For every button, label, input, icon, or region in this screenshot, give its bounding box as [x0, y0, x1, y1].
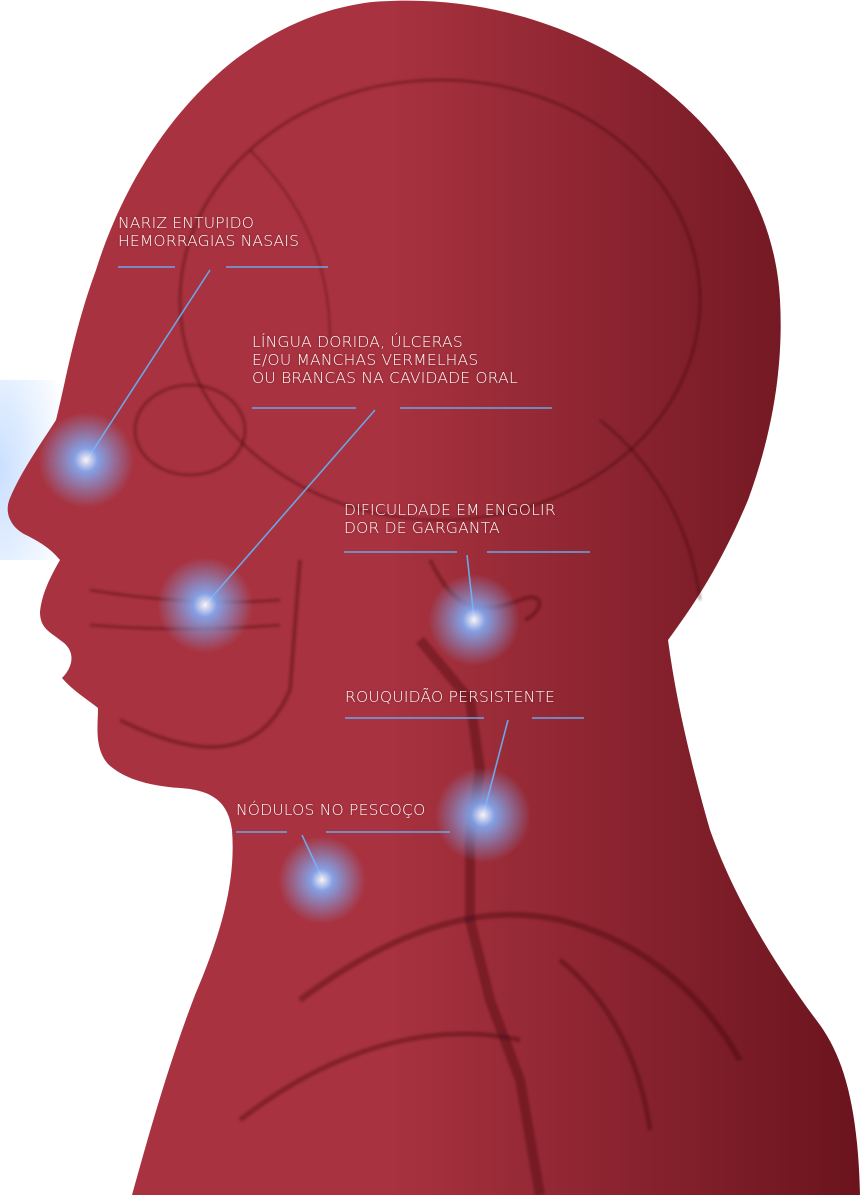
larynx-symptom-label: ROUQUIDÃO PERSISTENTE [345, 688, 555, 706]
throat-symptom-label: DIFICULDADE EM ENGOLIR DOR DE GARGANTA [344, 501, 556, 537]
neck-hotspot [278, 836, 366, 924]
neck-symptom-label: NÓDULOS NO PESCOÇO [236, 801, 425, 819]
label-line: NÓDULOS NO PESCOÇO [236, 801, 425, 819]
nose-symptom-label: NARIZ ENTUPIDO HEMORRAGIAS NASAIS [118, 214, 299, 250]
mouth-symptom-label: LÍNGUA DORIDA, ÚLCERAS E/OU MANCHAS VERM… [252, 333, 518, 387]
label-line: ROUQUIDÃO PERSISTENTE [345, 688, 555, 706]
label-line: NARIZ ENTUPIDO [118, 214, 299, 232]
label-line: E/OU MANCHAS VERMELHAS [252, 351, 518, 369]
nose-hotspot [38, 412, 134, 508]
label-line: HEMORRAGIAS NASAIS [118, 232, 299, 250]
label-line: DIFICULDADE EM ENGOLIR [344, 501, 556, 519]
mouth-hotspot [157, 557, 253, 653]
label-line: LÍNGUA DORIDA, ÚLCERAS [252, 333, 518, 351]
larynx-hotspot [435, 767, 531, 863]
label-line: OU BRANCAS NA CAVIDADE ORAL [252, 369, 518, 387]
label-line: DOR DE GARGANTA [344, 519, 556, 537]
throat-hotspot [428, 574, 520, 666]
